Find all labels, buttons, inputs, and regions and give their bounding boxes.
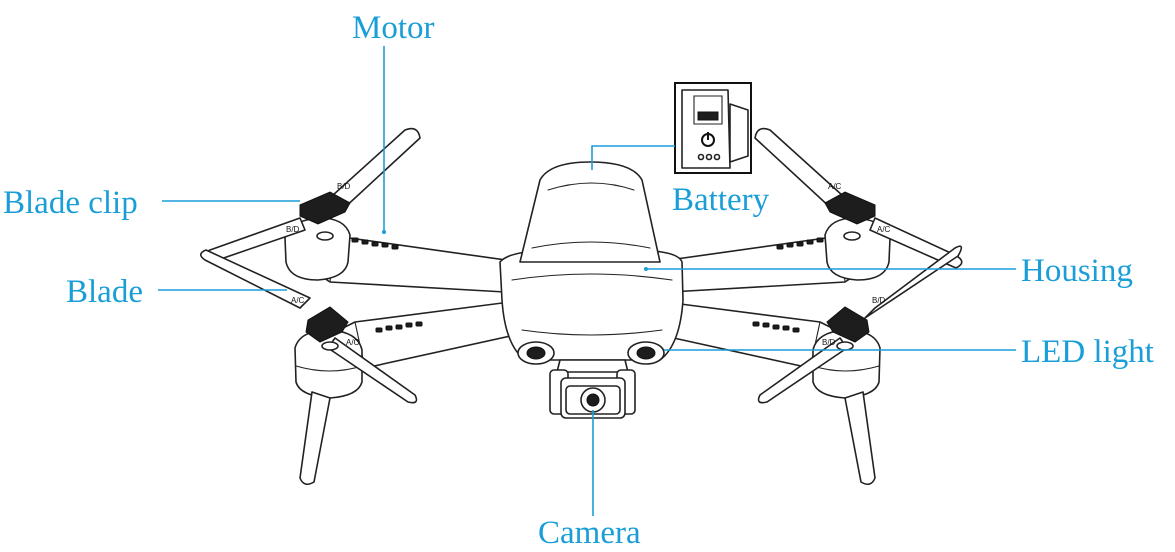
battery-leader [591, 145, 675, 170]
right-rear-propeller-blade [754, 127, 963, 269]
left-rear-hub-mark: B/D [286, 225, 300, 234]
right-front-blade-mark: B/D [872, 296, 886, 305]
battery-label: Battery [672, 182, 770, 218]
right-rear-blade-clip [824, 191, 876, 241]
left-front-hub-mark: A/C [346, 338, 360, 347]
left-rear-motor-pod [284, 217, 351, 281]
callout-leaders [158, 46, 1016, 516]
right-rear-arm-vents [776, 237, 824, 250]
right-rear-blade-mark: A/C [828, 182, 842, 191]
camera-gimbal [549, 359, 636, 419]
blade-clip-label: Blade clip [3, 185, 138, 221]
left-front-propeller-blade [199, 249, 418, 404]
left-rear-arm-vents [351, 237, 399, 250]
left-landing-leg [299, 391, 331, 486]
right-front-arm-vents [752, 321, 800, 333]
motor-label: Motor [352, 10, 435, 46]
right-rear-motor-pod [824, 217, 891, 281]
right-front-hub-mark: B/D [822, 338, 836, 347]
left-rear-blade-mark: B/D [337, 182, 351, 191]
camera-label: Camera [538, 515, 641, 551]
blade-label: Blade [66, 274, 143, 310]
battery-inset [674, 82, 752, 174]
right-front-propeller-blade [757, 245, 963, 404]
drone-housing [499, 161, 684, 361]
led-light-label: LED light [1021, 334, 1154, 370]
left-front-blade-clip [305, 306, 349, 351]
left-front-blade-mark: A/C [291, 296, 305, 305]
right-rear-hub-mark: A/C [877, 225, 891, 234]
led-light [517, 341, 665, 365]
left-rear-blade-clip [299, 191, 351, 241]
housing-label: Housing [1021, 253, 1133, 289]
right-landing-leg [844, 391, 876, 486]
left-front-arm-vents [375, 321, 423, 333]
